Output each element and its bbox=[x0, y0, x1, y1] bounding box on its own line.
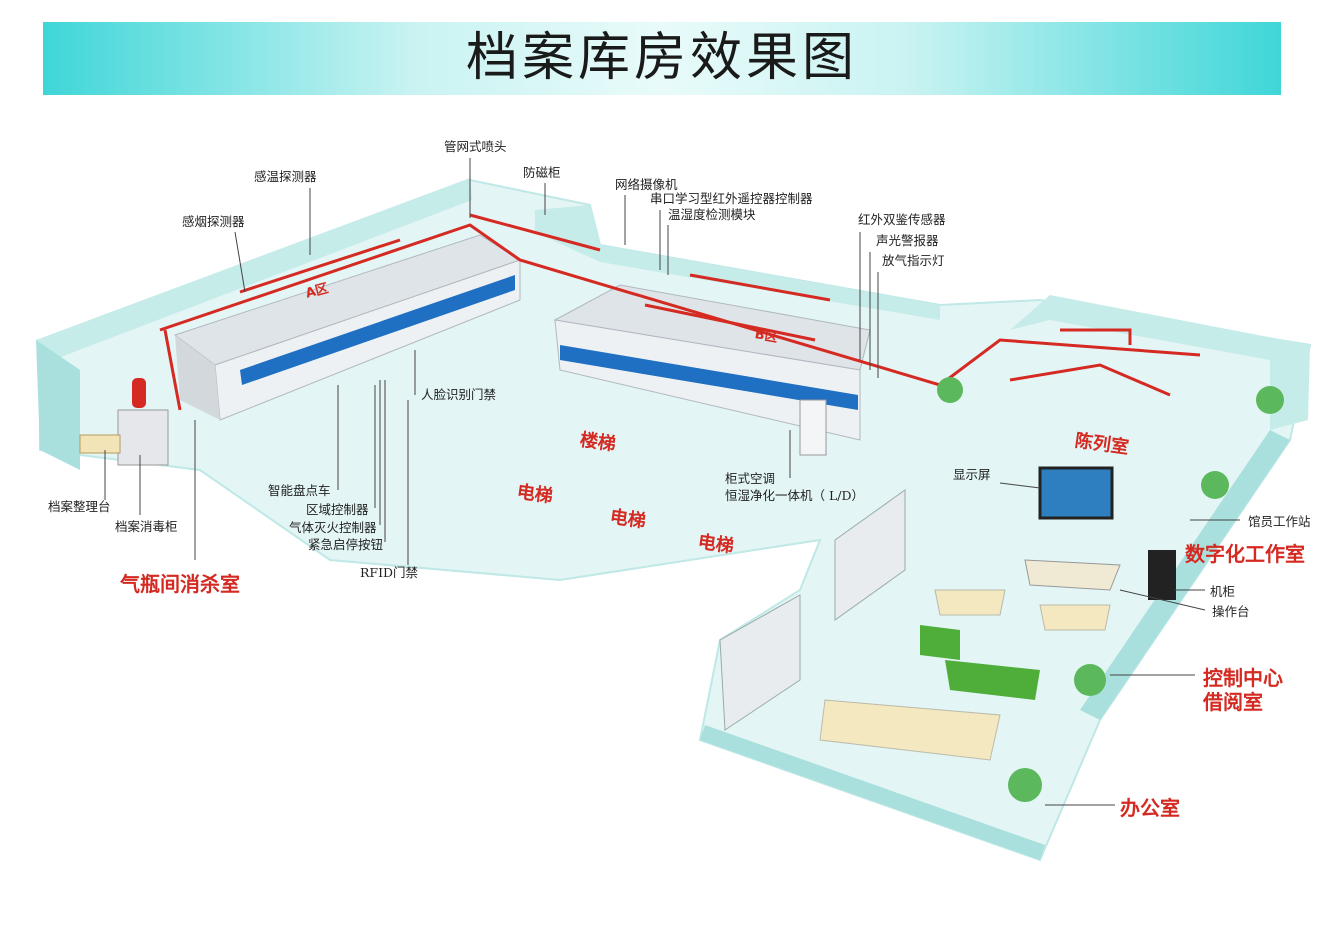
office-shelves-2 bbox=[719, 594, 801, 731]
page-title: 档案库房效果图 bbox=[465, 28, 858, 88]
room-elevator-1: 电梯 bbox=[515, 481, 555, 508]
label-display-screen: 显示屏 bbox=[953, 467, 991, 482]
label-emergency-button: 紧急启停按钮 bbox=[308, 537, 384, 552]
label-cabinet-ac: 柜式空调 bbox=[725, 471, 776, 486]
sofa-left bbox=[920, 625, 960, 660]
label-zone-controller: 区域控制器 bbox=[306, 502, 369, 517]
label-archive-table: 档案整理台 bbox=[48, 499, 111, 514]
plants bbox=[937, 377, 1284, 802]
label-network-camera: 网络摄像机 bbox=[615, 177, 678, 192]
label-audible-alarm: 声光警报器 bbox=[876, 233, 939, 248]
wall-front-bottom bbox=[700, 725, 1045, 860]
reading-table-1 bbox=[934, 589, 1006, 616]
room-gas-room: 气瓶间消杀室 bbox=[120, 572, 240, 596]
reading-table-2 bbox=[1039, 604, 1111, 631]
label-inventory-cart: 智能盘点车 bbox=[268, 483, 331, 498]
label-ir-remote-controller: 串口学习型红外遥控器控制器 bbox=[650, 191, 813, 206]
office-shelves-1 bbox=[834, 489, 906, 621]
room-elevator-2: 电梯 bbox=[608, 506, 648, 533]
wall-right bbox=[1010, 295, 1310, 430]
room-control-center: 控制中心 bbox=[1203, 666, 1283, 690]
wall-left-back bbox=[36, 178, 472, 365]
room-reading-room: 借阅室 bbox=[1203, 690, 1263, 714]
fire-pipe-network bbox=[159, 213, 1201, 411]
title-banner: 档案库房效果图 bbox=[43, 22, 1281, 95]
air-conditioner-shape bbox=[799, 399, 827, 456]
label-ir-dual-sensor: 红外双鉴传感器 bbox=[858, 212, 946, 227]
room-digital-room: 数字化工作室 bbox=[1185, 542, 1305, 566]
wall-mid bbox=[535, 205, 940, 320]
room-elevator-3: 电梯 bbox=[696, 531, 736, 558]
label-purifier: 恒湿净化一体机（ L/D） bbox=[725, 488, 865, 503]
leader-lines bbox=[104, 158, 1240, 806]
label-librarian-station: 馆员工作站 bbox=[1248, 514, 1311, 529]
label-anti-magnetic-cabinet: 防磁柜 bbox=[523, 165, 561, 180]
label-temp-humidity-module: 温湿度检测模块 bbox=[668, 207, 756, 222]
gas-cylinder bbox=[132, 378, 146, 408]
label-zone-b: B区 bbox=[753, 327, 779, 346]
label-pipe-sprinkler: 管网式喷头 bbox=[444, 139, 507, 154]
label-face-gate: 人脸识别门禁 bbox=[421, 387, 497, 402]
label-rfid-gate: RFID门禁 bbox=[360, 565, 419, 580]
rack-shape bbox=[1148, 550, 1176, 600]
office-desk bbox=[819, 699, 1001, 761]
sofa bbox=[945, 660, 1040, 700]
room-office: 办公室 bbox=[1120, 796, 1180, 820]
operation-desk-shape bbox=[1024, 559, 1121, 591]
label-gas-fire-controller: 气体灭火控制器 bbox=[289, 520, 377, 535]
zone-a-cabinets bbox=[173, 234, 522, 421]
zone-b-cabinets bbox=[553, 284, 871, 441]
display-screen-shape bbox=[1038, 466, 1114, 520]
label-gas-release-light: 放气指示灯 bbox=[882, 253, 945, 268]
archive-table-shape bbox=[79, 434, 121, 454]
wall-left-side bbox=[36, 340, 80, 470]
room-stairs: 楼梯 bbox=[578, 429, 618, 456]
label-smoke-detector: 感烟探测器 bbox=[182, 214, 245, 229]
label-operation-desk: 操作台 bbox=[1212, 604, 1250, 619]
label-temp-detector: 感温探测器 bbox=[254, 169, 317, 184]
wall-front-right bbox=[1080, 430, 1290, 720]
label-disinfection-cabinet: 档案消毒柜 bbox=[115, 519, 178, 534]
label-rack: 机柜 bbox=[1210, 584, 1236, 599]
disinfection-cabinet-shape bbox=[117, 409, 169, 466]
